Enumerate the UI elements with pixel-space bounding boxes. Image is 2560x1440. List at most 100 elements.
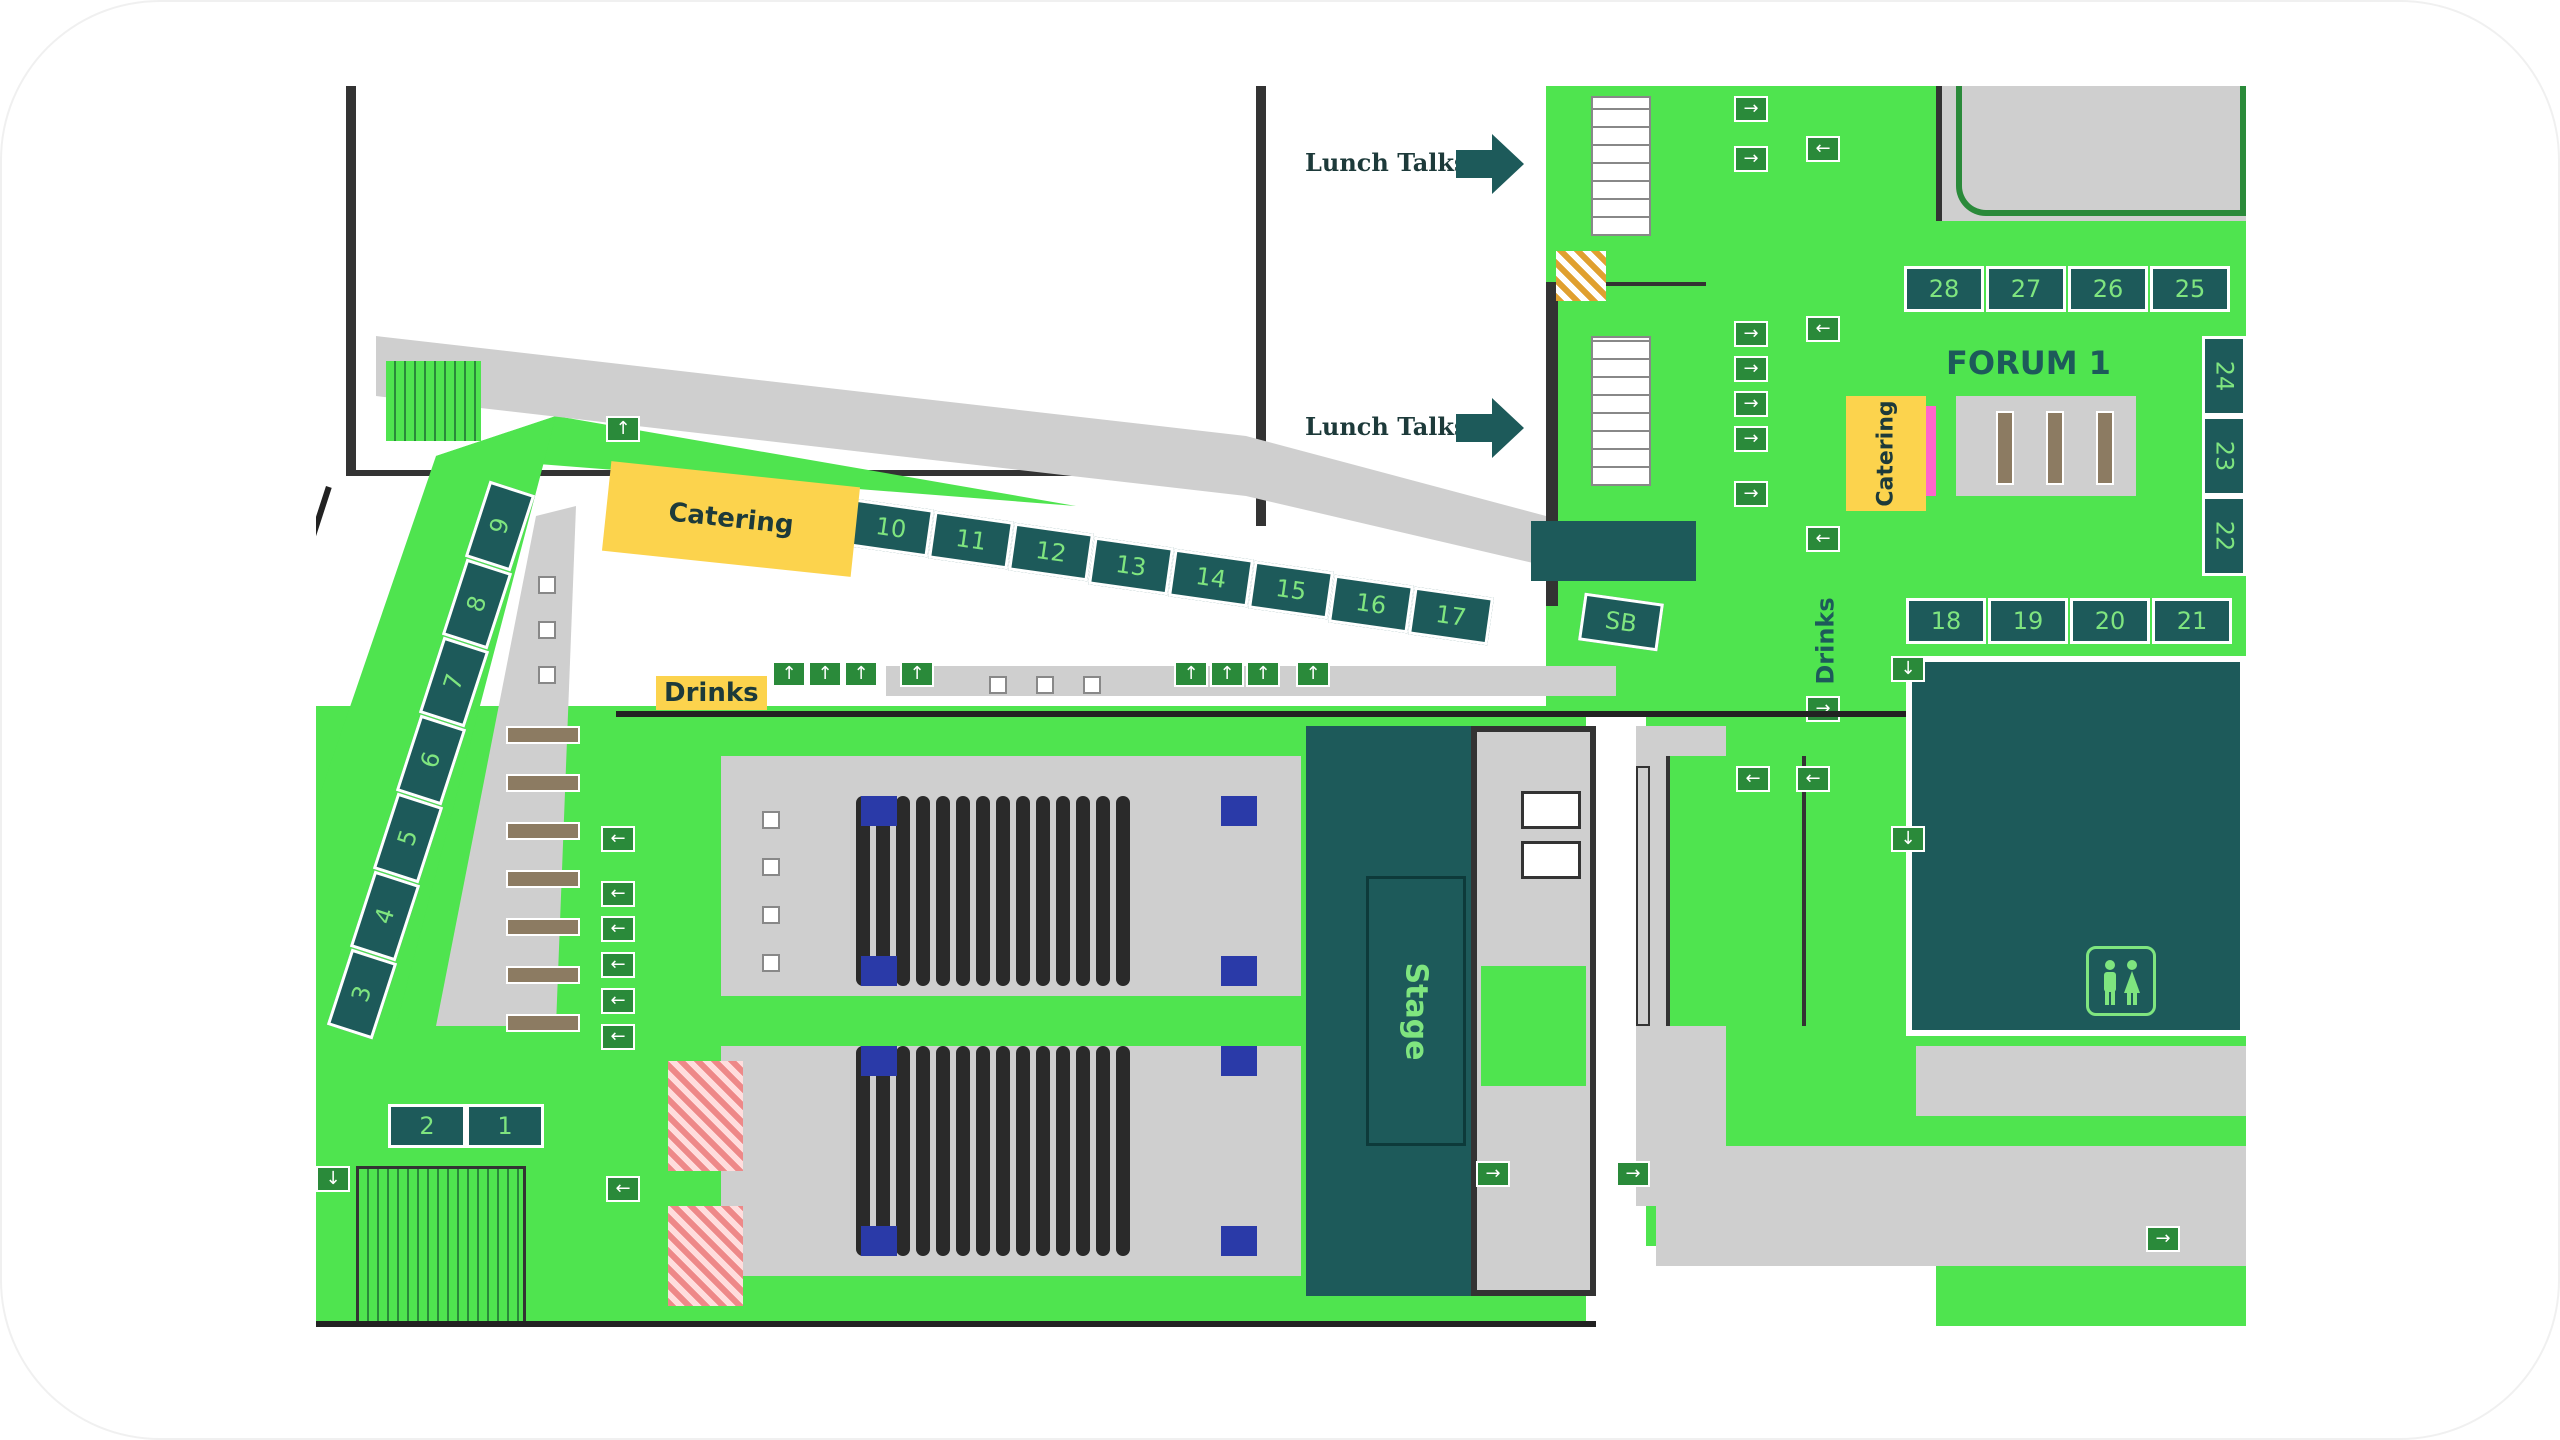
- seat-column: [996, 796, 1010, 986]
- seat-column: [1016, 1046, 1030, 1256]
- booth-23[interactable]: 23: [2202, 416, 2246, 496]
- marker-square: [762, 858, 780, 876]
- marker-square: [1083, 676, 1101, 694]
- catering-forum[interactable]: Catering: [1846, 396, 1926, 511]
- upper-room-top-wall: [1256, 86, 1266, 526]
- seat-column: [856, 796, 870, 986]
- exit-sign-icon: ↑: [900, 661, 934, 687]
- exit-sign-icon: ←: [1806, 526, 1840, 552]
- booth-21[interactable]: 21: [2152, 598, 2232, 644]
- exit-sign-icon: ←: [1796, 766, 1830, 792]
- stage-label: Stage: [1398, 961, 1434, 1061]
- seat-column: [916, 1046, 930, 1256]
- hatched-area-2: [668, 1206, 743, 1306]
- lunch-room-2-seats: [1591, 336, 1651, 486]
- exit-sign-icon: →: [1734, 426, 1768, 452]
- seat-column: [896, 796, 910, 986]
- drinks-main[interactable]: Drinks: [656, 676, 767, 710]
- drinks-side[interactable]: Drinks: [1812, 597, 1841, 685]
- exit-sign-icon: ↓: [1891, 656, 1925, 682]
- catering-forum-pink: [1926, 406, 1936, 496]
- floor-plan: Stage FORUM 1 2 1 3 4 5 6 7 8: [316, 86, 2246, 1351]
- exit-sign-icon: ←: [1736, 766, 1770, 792]
- accessible-seat: [1221, 1046, 1257, 1076]
- seat-column: [916, 796, 930, 986]
- seat-column: [956, 1046, 970, 1256]
- exit-sign-icon: ↑: [772, 661, 806, 687]
- exit-sign-icon: →: [2146, 1226, 2180, 1252]
- seat-column: [956, 796, 970, 986]
- booth-26[interactable]: 26: [2068, 266, 2148, 312]
- exit-sign-icon: ↑: [1174, 661, 1208, 687]
- booth-24[interactable]: 24: [2202, 336, 2246, 416]
- booth-1[interactable]: 1: [466, 1104, 544, 1148]
- marker-square: [762, 811, 780, 829]
- service-corridor: [1481, 966, 1586, 1086]
- exit-sign-icon: →: [1734, 96, 1768, 122]
- exit-sign-icon: ←: [601, 1024, 635, 1050]
- bottom-wall: [316, 1321, 1596, 1327]
- booth-28[interactable]: 28: [1904, 266, 1984, 312]
- restroom-icon: [2086, 946, 2156, 1016]
- auditorium-aisle: [721, 996, 1301, 1046]
- marker-square: [538, 576, 556, 594]
- left-table: [506, 966, 580, 984]
- exit-sign-icon: →: [1734, 391, 1768, 417]
- exit-sign-icon: →: [1806, 696, 1840, 722]
- marker-square: [762, 954, 780, 972]
- left-table: [506, 822, 580, 840]
- stair-block: [1666, 756, 1806, 1026]
- seat-column: [1036, 1046, 1050, 1256]
- marker-square: [762, 906, 780, 924]
- seat-column: [1076, 1046, 1090, 1256]
- booth-2[interactable]: 2: [388, 1104, 466, 1148]
- lunch-talks-label-1: Lunch Talks: [1305, 148, 1468, 177]
- booth-27[interactable]: 27: [1986, 266, 2066, 312]
- lunch-talks-dark-room: [1531, 521, 1696, 581]
- exit-sign-icon: ↑: [844, 661, 878, 687]
- stage-platform: Stage: [1366, 876, 1466, 1146]
- seat-column: [996, 1046, 1010, 1256]
- exit-sign-icon: ↑: [808, 661, 842, 687]
- seat-column: [976, 796, 990, 986]
- booth-22[interactable]: 22: [2202, 496, 2246, 576]
- accessible-seat: [1221, 956, 1257, 986]
- seat-column: [1096, 1046, 1110, 1256]
- booth-19[interactable]: 19: [1988, 598, 2068, 644]
- seat-column: [856, 1046, 870, 1256]
- elevator-1: [1521, 791, 1581, 829]
- hazard-box: [1556, 251, 1606, 301]
- seat-column: [1036, 796, 1050, 986]
- accessible-seat: [1221, 796, 1257, 826]
- booth-20[interactable]: 20: [2070, 598, 2150, 644]
- left-table: [506, 726, 580, 744]
- accessible-seat: [861, 1046, 897, 1076]
- booth-18[interactable]: 18: [1906, 598, 1986, 644]
- marker-square: [1036, 676, 1054, 694]
- exit-sign-icon: →: [1734, 146, 1768, 172]
- exit-sign-icon: ←: [1806, 136, 1840, 162]
- exit-sign-icon: ←: [601, 916, 635, 942]
- seat-column: [896, 1046, 910, 1256]
- left-table: [506, 1014, 580, 1032]
- exit-sign-icon: ↑: [1210, 661, 1244, 687]
- seat-column: [936, 1046, 950, 1256]
- stairs-bottom-left: [356, 1166, 526, 1326]
- exit-sign-icon: →: [1734, 356, 1768, 382]
- booth-25[interactable]: 25: [2150, 266, 2230, 312]
- accessible-seat: [1221, 1226, 1257, 1256]
- exit-sign-icon: →: [1734, 321, 1768, 347]
- seat-column: [976, 1046, 990, 1256]
- seat-column: [876, 1046, 890, 1256]
- left-table: [506, 774, 580, 792]
- hatched-area-1: [668, 1061, 743, 1171]
- accessible-seat: [861, 796, 897, 826]
- exit-sign-icon: ↑: [1296, 661, 1330, 687]
- seat-column: [936, 796, 950, 986]
- exit-sign-icon: ←: [601, 826, 635, 852]
- lunch-room-1-seats: [1591, 96, 1651, 236]
- seat-column: [1016, 796, 1030, 986]
- marker-square: [538, 621, 556, 639]
- arrow-right-icon: [1456, 134, 1524, 194]
- exit-sign-icon: ↓: [316, 1166, 350, 1192]
